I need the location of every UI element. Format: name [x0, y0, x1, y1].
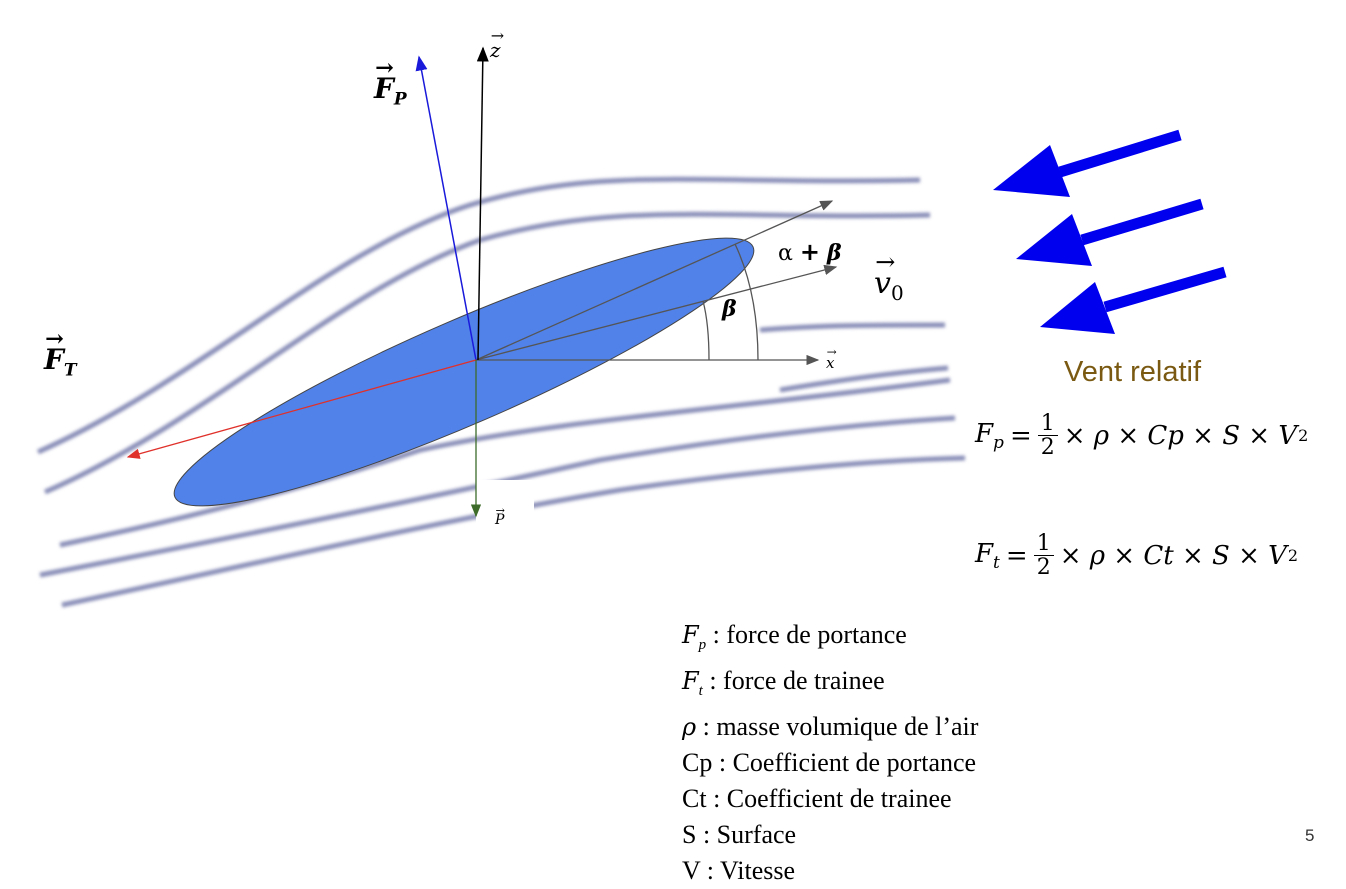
chord-axis-arrow	[475, 200, 834, 361]
legend-item: S : Surface	[682, 820, 797, 850]
wing-ellipse	[173, 237, 755, 507]
relative-wind-label: Vent relatif	[1064, 356, 1202, 388]
wind-arrow	[1080, 198, 1204, 246]
wind-arrowhead	[993, 145, 1070, 197]
z-axis-arrow	[476, 46, 489, 361]
symbol-legend: Fp : force de portance Ft : force de tra…	[682, 617, 978, 889]
wind-arrow	[1058, 129, 1182, 178]
velocity-arrow	[475, 264, 838, 361]
legend-item: V : Vitesse	[682, 856, 796, 886]
label-backdrop	[476, 480, 534, 545]
legend-item: Ct : Coefficient de trainee	[682, 784, 952, 814]
beta-label: β	[722, 296, 737, 322]
lift-force-arrow	[415, 55, 477, 361]
wind-arrow	[1103, 266, 1227, 313]
streamline	[39, 415, 956, 578]
x-axis-label: x	[826, 345, 837, 372]
drag-force-arrow	[126, 359, 477, 459]
weight-label: P	[495, 504, 505, 528]
alpha-plus-beta-label: α + β	[778, 238, 842, 266]
streamlines	[36, 176, 966, 608]
legend-item: Fp : force de portance	[682, 620, 907, 654]
lift-force-label: FP	[374, 55, 407, 109]
z-axis-label: z	[490, 26, 504, 62]
legend-item: Ft : force de trainee	[682, 666, 885, 700]
legend-item: Cp : Coefficient de portance	[682, 748, 977, 778]
wind-arrowhead	[1040, 282, 1115, 334]
streamline	[779, 365, 949, 393]
streamline	[36, 176, 921, 455]
legend-item: ρ : masse volumique de l’air	[682, 712, 979, 742]
beta-arc	[702, 300, 710, 361]
page-number: 5	[1305, 826, 1315, 845]
relative-wind-arrows	[993, 129, 1227, 334]
streamline	[61, 455, 966, 608]
drag-force-label: FT	[44, 326, 77, 380]
velocity-label: v0	[874, 248, 904, 305]
wind-arrowhead	[1016, 214, 1092, 266]
alpha-beta-arc	[734, 243, 759, 361]
streamline	[759, 322, 946, 333]
streamline	[59, 377, 951, 548]
